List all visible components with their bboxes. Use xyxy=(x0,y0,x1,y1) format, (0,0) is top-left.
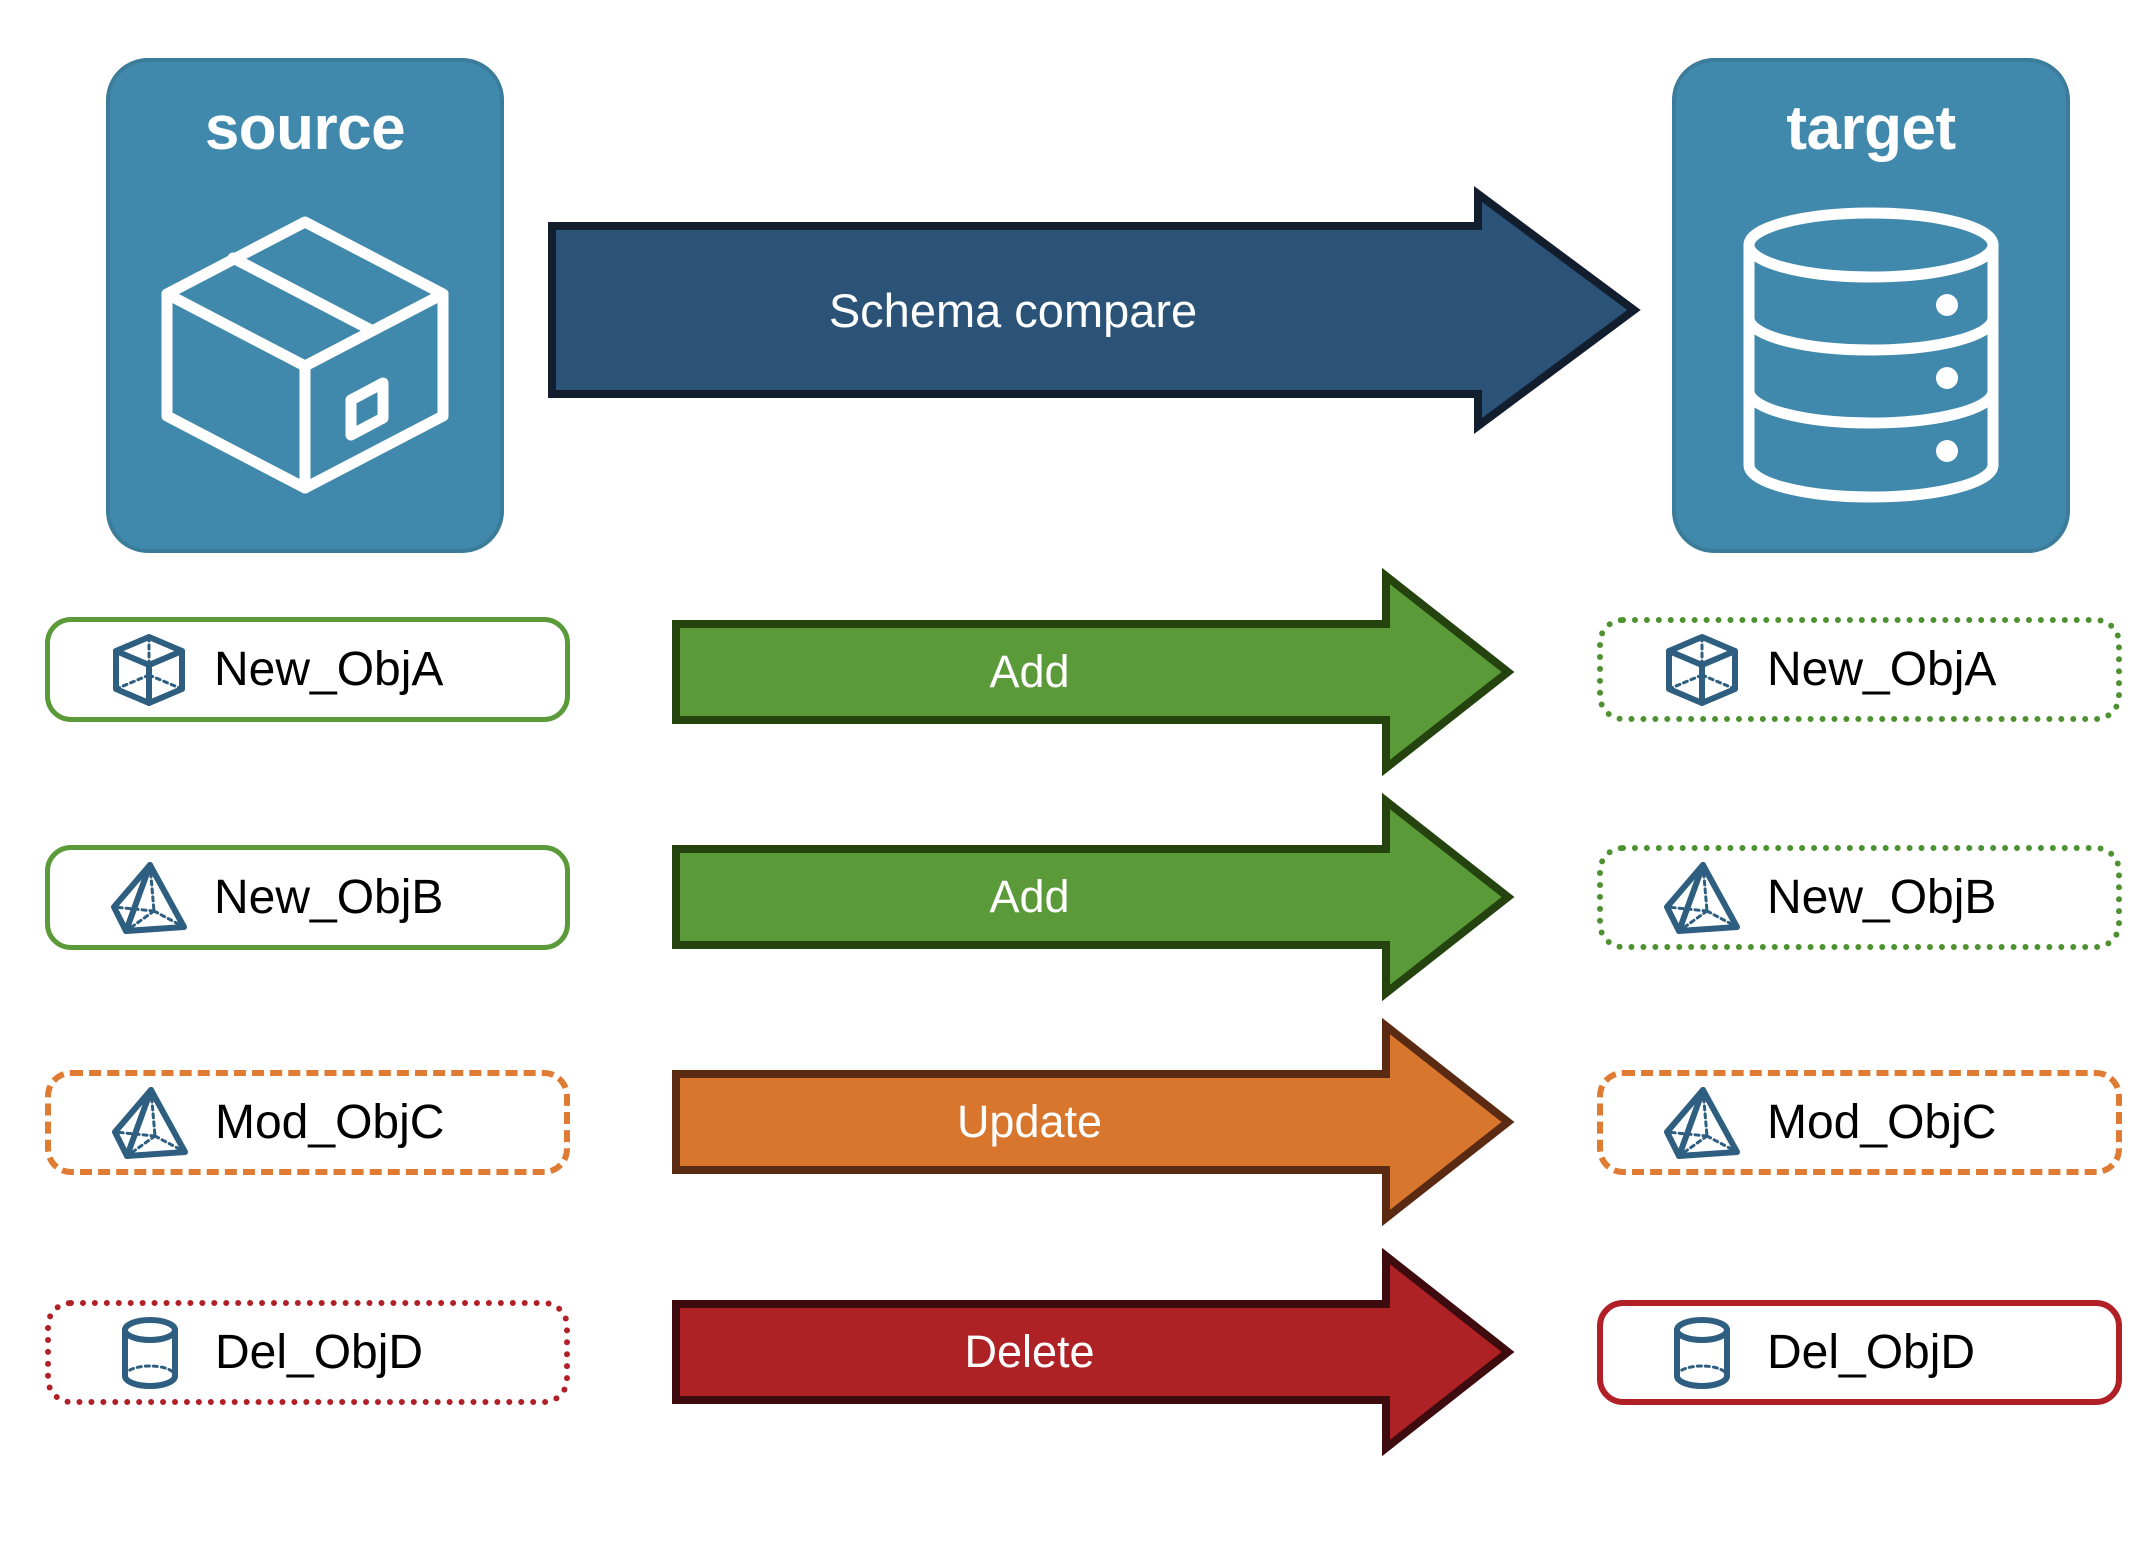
schema-compare-label: Schema compare xyxy=(828,283,1198,337)
target-object-label-4: Del_ObjD xyxy=(1767,1326,1976,1379)
source-object-label-2: New_ObjB xyxy=(214,871,444,924)
target-object-label-2: New_ObjB xyxy=(1767,871,1997,924)
schema-compare-arrow[interactable]: Schema compare xyxy=(548,186,1641,434)
pyramid-wireframe-icon xyxy=(1663,859,1741,937)
cylinder-wireframe-icon xyxy=(1663,1314,1741,1392)
target-object-card-4[interactable]: Del_ObjD xyxy=(1597,1300,2122,1405)
source-object-label-3: Mod_ObjC xyxy=(215,1096,445,1149)
action-arrow-3[interactable]: Update xyxy=(672,1017,1515,1227)
pyramid-wireframe-icon xyxy=(1663,1084,1741,1162)
target-object-label-3: Mod_ObjC xyxy=(1767,1096,1997,1149)
pyramid-wireframe-icon xyxy=(111,1084,189,1162)
cylinder-wireframe-icon xyxy=(111,1314,189,1392)
target-object-card-1[interactable]: New_ObjA xyxy=(1597,617,2122,722)
database-cylinder-icon xyxy=(1676,160,2066,549)
target-object-card-3[interactable]: Mod_ObjC xyxy=(1597,1070,2122,1175)
package-cube-icon xyxy=(110,160,500,549)
target-title: target xyxy=(1786,94,1956,163)
action-arrow-label-3: Update xyxy=(956,1096,1103,1147)
action-arrow-label-2: Add xyxy=(989,871,1070,922)
target-object-card-2[interactable]: New_ObjB xyxy=(1597,845,2122,950)
source-object-label-4: Del_ObjD xyxy=(215,1326,424,1379)
source-object-card-2[interactable]: New_ObjB xyxy=(45,845,570,950)
source-title: source xyxy=(204,94,406,163)
cube-wireframe-icon xyxy=(110,631,188,709)
action-arrow-label-1: Add xyxy=(989,646,1070,697)
cube-wireframe-icon xyxy=(1663,631,1741,709)
target-endpoint-card[interactable]: target xyxy=(1672,58,2070,553)
source-object-card-3[interactable]: Mod_ObjC xyxy=(45,1070,570,1175)
action-arrow-1[interactable]: Add xyxy=(672,567,1515,777)
source-object-card-1[interactable]: New_ObjA xyxy=(45,617,570,722)
action-arrow-4[interactable]: Delete xyxy=(672,1247,1515,1457)
pyramid-wireframe-icon xyxy=(110,859,188,937)
source-object-label-1: New_ObjA xyxy=(214,643,444,696)
source-endpoint-card[interactable]: source xyxy=(106,58,504,553)
action-arrow-label-4: Delete xyxy=(964,1326,1095,1377)
target-object-label-1: New_ObjA xyxy=(1767,643,1997,696)
action-arrow-2[interactable]: Add xyxy=(672,792,1515,1002)
source-object-card-4[interactable]: Del_ObjD xyxy=(45,1300,570,1405)
